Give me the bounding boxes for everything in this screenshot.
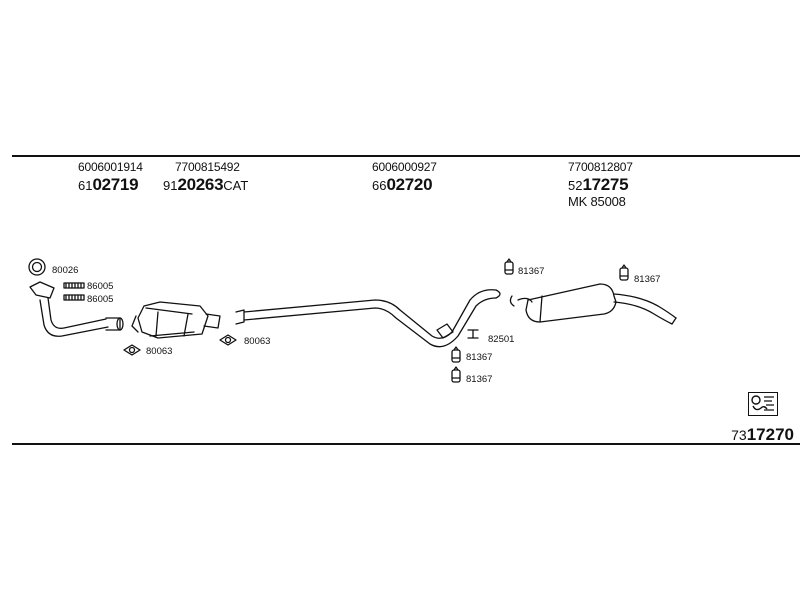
- label-hanger-81367-top-right: 81367: [634, 274, 661, 285]
- label-hanger-81367-bottom: 81367: [466, 374, 493, 385]
- label-gasket-80063-left: 80063: [146, 346, 173, 357]
- rubber-hanger-81367-top-right: [619, 264, 629, 281]
- label-spring-86005-lower: 86005: [87, 294, 114, 305]
- top-divider: [12, 155, 800, 157]
- code-front-pipe: 6102719: [78, 175, 139, 194]
- manufacturer-logo-icon: [748, 392, 778, 416]
- label-clamp-82501: 82501: [488, 334, 515, 345]
- label-spring-86005-upper: 86005: [87, 281, 114, 292]
- rubber-hanger-81367-top-left: [504, 258, 514, 275]
- rear-silencer: [509, 283, 677, 325]
- rubber-hanger-81367-bottom: [451, 366, 461, 383]
- label-hanger-81367-top-left: 81367: [518, 266, 545, 277]
- catalog-number: 7317270: [731, 425, 794, 444]
- front-pipe: [29, 281, 124, 337]
- middle-pipe: [235, 289, 501, 348]
- part-number-catalyst: 7700815492: [175, 160, 240, 174]
- label-hanger-81367-mid: 81367: [466, 352, 493, 363]
- bottom-divider: [12, 443, 800, 445]
- label-gasket-80026: 80026: [52, 265, 79, 276]
- code-catalyst: 9120263CAT: [163, 175, 249, 194]
- flange-gasket-80063-left: [123, 344, 141, 356]
- label-gasket-80063-right: 80063: [244, 336, 271, 347]
- code-middle-pipe: 6602720: [372, 175, 433, 194]
- part-number-rear-silencer: 7700812807: [568, 160, 633, 174]
- part-number-front-pipe: 6006001914: [78, 160, 143, 174]
- rubber-hanger-81367-mid: [451, 346, 461, 363]
- flange-gasket-80063-right: [219, 334, 237, 346]
- catalytic-converter: [131, 301, 221, 339]
- code-rear-silencer: 5217275: [568, 175, 629, 194]
- spring-86005-lower: [63, 294, 85, 301]
- spring-86005-upper: [63, 282, 85, 289]
- clamp-82501: [467, 329, 479, 339]
- part-number-middle-pipe: 6006000927: [372, 160, 437, 174]
- mounting-kit-code: MK 85008: [568, 194, 626, 209]
- gasket-ring-80026: [28, 258, 46, 276]
